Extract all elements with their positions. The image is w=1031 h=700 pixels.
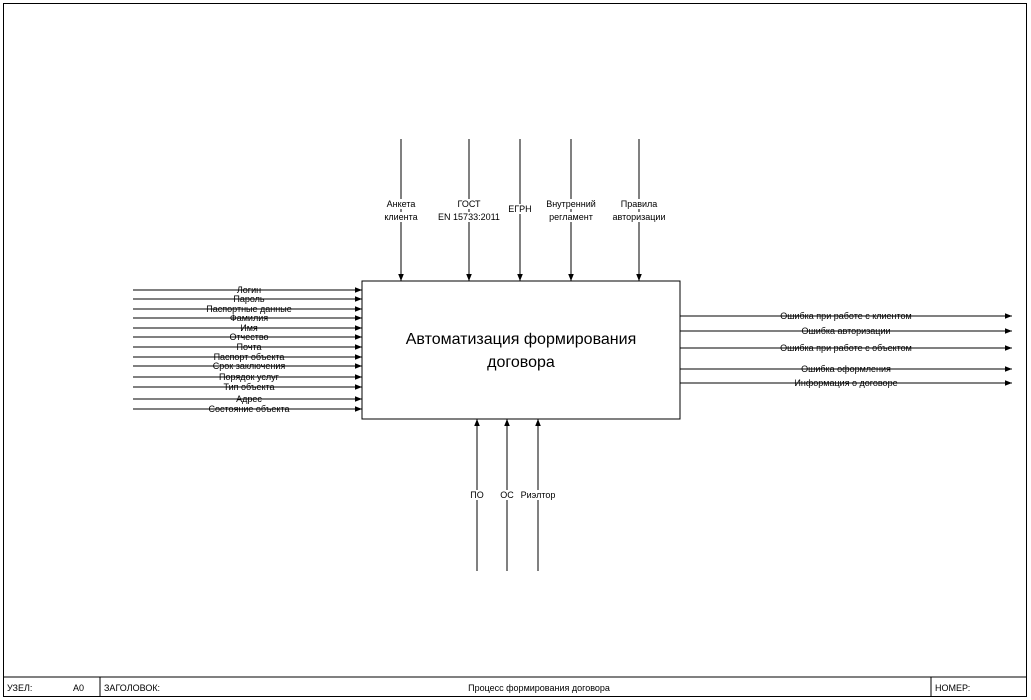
- input-label: Пароль: [233, 294, 265, 304]
- input-label: Адрес: [236, 394, 262, 404]
- input-label: Имя: [240, 323, 258, 333]
- output-label: Информация о договоре: [794, 378, 897, 388]
- label-background: [611, 212, 667, 222]
- controls-group: Анкета клиента ГОСТ EN 15733:2011 ЕГРН Внутре…: [383, 139, 667, 281]
- activity-title-line2: договора: [487, 354, 555, 371]
- mechanism-label: ПО: [470, 490, 483, 500]
- label-background: [383, 212, 419, 222]
- label-background: [548, 212, 594, 222]
- label-background: [519, 490, 557, 500]
- mechanisms-group: ПО ОС Риэлтор: [469, 419, 557, 571]
- input-label: Паспортные данные: [206, 304, 291, 314]
- control-label: Внутренний: [546, 199, 596, 209]
- control-label: клиента: [384, 212, 417, 222]
- control-label: Правила: [621, 199, 658, 209]
- control-label: авторизации: [613, 212, 666, 222]
- mechanism-label: Риэлтор: [521, 490, 556, 500]
- control-label: ЕГРН: [508, 204, 531, 214]
- output-label: Ошибка авторизации: [801, 326, 890, 336]
- footer-node-value: А0: [73, 683, 84, 693]
- output-label: Ошибка при работе с клиентом: [780, 311, 911, 321]
- output-label: Ошибка оформления: [801, 364, 891, 374]
- footer-title-value: Процесс формирования договора: [468, 683, 610, 693]
- input-label: Тип объекта: [223, 382, 274, 392]
- mechanism-label: ОС: [500, 490, 514, 500]
- input-label: Срок заключения: [213, 361, 286, 371]
- footer-number-label: НОМЕР:: [935, 683, 970, 693]
- control-label: Анкета: [387, 199, 416, 209]
- footer-node-label: УЗЕЛ:: [7, 683, 32, 693]
- diagram-frame: [3, 3, 1027, 697]
- label-background: [507, 204, 533, 214]
- footer-title-label: ЗАГОЛОВОК:: [104, 683, 160, 693]
- control-label: ГОСТ: [457, 199, 481, 209]
- label-background: [469, 490, 485, 500]
- control-label: регламент: [549, 212, 593, 222]
- control-label: EN 15733:2011: [438, 212, 500, 222]
- input-label: Логин: [237, 285, 261, 295]
- label-background: [619, 199, 659, 209]
- input-label: Паспорт объекта: [214, 352, 285, 362]
- activity-title-line1: Автоматизация формирования: [406, 331, 636, 348]
- input-label: Порядок услуг: [219, 372, 280, 382]
- footer: УЗЕЛ: А0 ЗАГОЛОВОК: Процесс формирования…: [3, 676, 1027, 697]
- activity-box[interactable]: [361, 280, 681, 420]
- label-background: [437, 212, 501, 222]
- label-background: [456, 199, 483, 209]
- input-label: Почта: [237, 342, 262, 352]
- input-label: Состояние объекта: [209, 404, 290, 414]
- label-background: [499, 490, 516, 500]
- input-label: Отчество: [229, 332, 268, 342]
- label-background: [385, 199, 417, 209]
- output-label: Ошибка при работе с объектом: [780, 343, 912, 353]
- label-background: [545, 199, 597, 209]
- input-label: Фамилия: [230, 313, 268, 323]
